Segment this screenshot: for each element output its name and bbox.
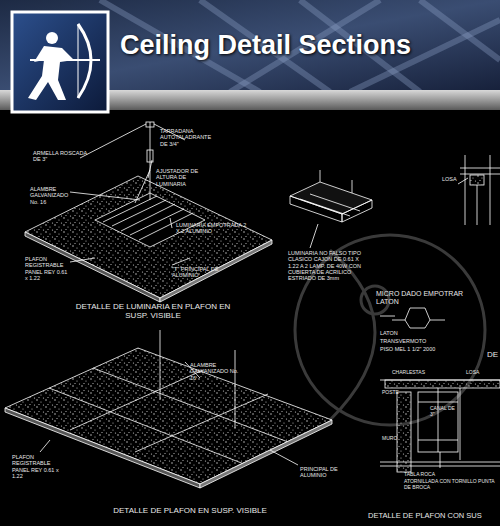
callout-label: TARRADANA AUTOTALADRANTE DE 3/4": [160, 128, 215, 147]
callout-label: LUMINARIA EMPOTRADA 2 X 2 ALUMINIO: [176, 222, 248, 235]
callout-label: ALAMBRE GALVANIZADO No. 16: [190, 362, 240, 381]
callout-label: ALAMBRE GALVANIZADO No. 16: [30, 186, 72, 205]
callout-label: LUMINARIA NO FALSO TIPO CLASICO CAJON DE…: [288, 250, 370, 282]
callout-label: PLAFON REGISTRABLE PANEL REY 0.61 x 1.22: [12, 454, 62, 479]
callout-label: CHARLESTAS: [392, 370, 434, 376]
callout-label: DETALLE DE LUMINARIA EN PLAFON EN SUSP. …: [68, 302, 238, 320]
callout-label: MURO: [382, 436, 396, 442]
callout-label: PRINCIPAL DE ALUMINIO: [300, 466, 360, 479]
callout-label: "T" PRINCIPAL DE ALUMINIO: [172, 266, 224, 279]
callout-label: PISO MEL 1 1/2" 2000: [380, 346, 460, 352]
callout-label: AJUSTADOR DE ALTURA DE LUMINARIA: [156, 168, 211, 187]
callout-label: TRANSVERMOTO: [380, 338, 440, 344]
callout-label: MICRO DADO EMPOTRAR LATON: [376, 290, 486, 306]
callout-label: PLAFON REGISTRABLE PANEL REY 0.61 x 1.22: [25, 256, 71, 281]
callout-label: DETALLE DE PLAFON CON SUS: [368, 512, 499, 521]
callout-label: POSTE: [382, 390, 396, 396]
callout-label: LATON: [380, 330, 420, 336]
callout-label: LOSA: [466, 370, 490, 376]
callout-label: CANAL DE 3": [430, 406, 456, 418]
callout-label: DE: [487, 350, 499, 359]
callout-label: TABLA ROCA: [404, 472, 454, 478]
callout-label: LOSA: [442, 176, 460, 182]
callout-label: ATORNILLADA CON TORNILLO PUNTA DE BROCA: [404, 479, 496, 491]
page-title: Ceiling Detail Sections: [120, 30, 411, 61]
callout-label: DETALLE DE PLAFON EN SUSP. VISIBLE: [90, 506, 290, 515]
callout-label: ARMELLA ROSCADA DE 3": [33, 150, 88, 163]
